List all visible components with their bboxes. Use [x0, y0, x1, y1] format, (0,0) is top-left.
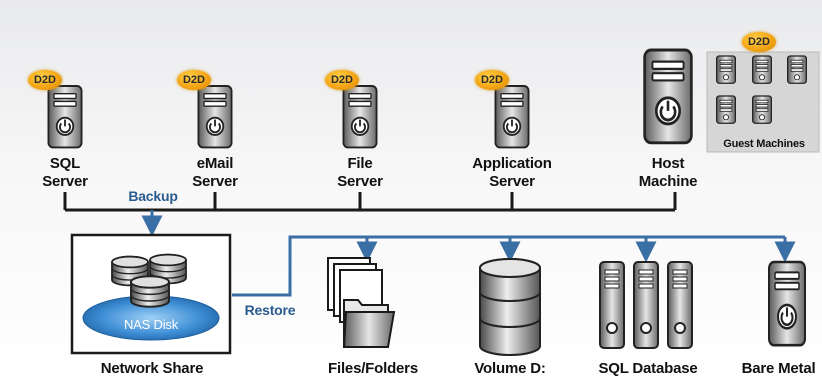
- files-folders-icon: [327, 257, 396, 348]
- d2d-badge-guest: D2D: [742, 32, 776, 52]
- guest-machines-icon: [706, 51, 820, 153]
- network-share-box: [70, 233, 232, 355]
- nas-disk-label: NAS Disk: [123, 317, 179, 332]
- files-folders-label: Files/Folders: [328, 360, 418, 377]
- bare-metal-icon: [767, 260, 807, 347]
- d2d-badge-sql: D2D: [28, 70, 62, 90]
- backup-bus: [63, 192, 677, 212]
- d2d-badge-email: D2D: [177, 70, 211, 90]
- bare-metal-label: Bare Metal: [741, 360, 816, 377]
- backup-label: Backup: [128, 188, 178, 204]
- email-server-icon: [197, 85, 233, 149]
- restore-lines: [232, 235, 796, 297]
- d2d-badge-file: D2D: [325, 70, 359, 90]
- restore-label: Restore: [244, 302, 296, 318]
- sql-database-label: SQL Database: [598, 360, 698, 377]
- d2d-badge-application: D2D: [475, 70, 509, 90]
- sql-database-icon: [599, 261, 693, 349]
- host-machine-icon: [643, 48, 693, 145]
- guest-machines-label: Guest Machines: [723, 138, 805, 150]
- file-server-icon: [342, 85, 378, 149]
- application-server-icon: [494, 85, 530, 149]
- volume-d-label: Volume D:: [474, 360, 546, 377]
- network-share-label: Network Share: [100, 360, 204, 377]
- sql-server-icon: [47, 85, 83, 149]
- volume-d-icon: [479, 258, 541, 356]
